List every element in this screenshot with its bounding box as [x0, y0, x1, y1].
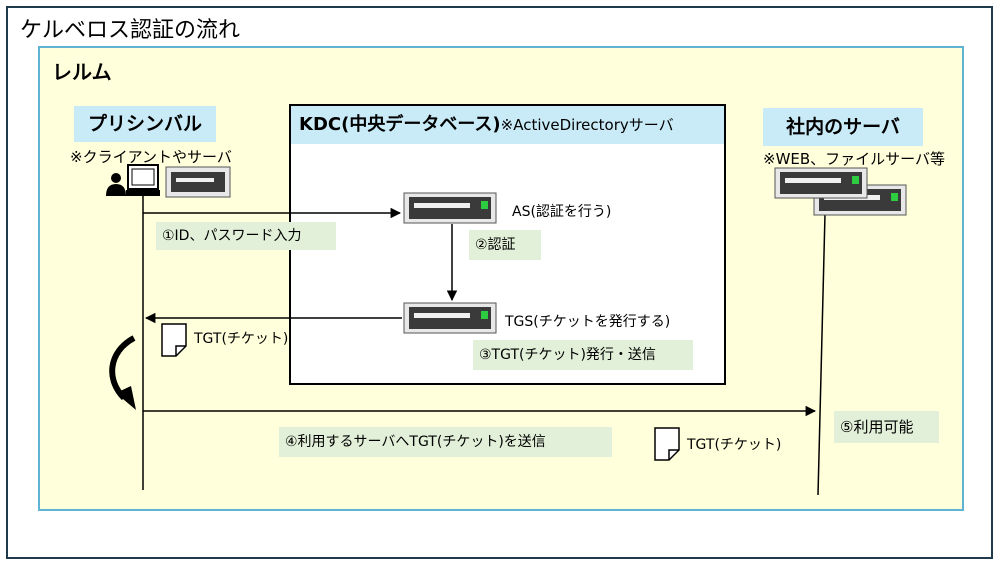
kdc-title-text: KDC(中央データベース)	[299, 114, 501, 135]
outer-frame	[6, 6, 993, 559]
kdc-note: ※ActiveDirectoryサーバ	[500, 116, 674, 134]
principal-title: プリシンバル	[74, 106, 216, 142]
step4-label: ④利用するサーバへTGT(チケット)を送信	[279, 427, 612, 457]
ticket-document-icon	[161, 323, 187, 357]
principal-note: ※クライアントやサーバ	[70, 148, 232, 166]
tgs-label: TGS(チケットを発行する)	[505, 314, 671, 330]
principal-server-icon	[165, 166, 231, 198]
server-lifeline	[817, 213, 826, 496]
step3-label: ③TGT(チケット)発行・送信	[473, 340, 693, 370]
as-label: AS(認証を行う)	[512, 204, 612, 220]
curved-transition-arrow	[109, 335, 136, 410]
internal-server-note: ※WEB、ファイルサーバ等	[763, 150, 946, 168]
internal-server-icon-front	[774, 167, 868, 199]
kdc-title: KDC(中央データベース)※ActiveDirectoryサーバ	[291, 106, 724, 144]
ticket-label: TGT(チケット)	[687, 437, 782, 453]
step5-label: ⑤利用可能	[834, 411, 939, 443]
step1-label: ①ID、パスワード入力	[156, 222, 336, 250]
ticket-document-icon	[654, 427, 680, 461]
step2-label: ②認証	[469, 230, 541, 260]
diagram-title: ケルベロス認証の流れ	[20, 18, 241, 43]
tgs-server-icon	[403, 302, 497, 334]
realm-label: レルム	[52, 60, 112, 84]
ticket-label: TGT(チケット)	[194, 331, 289, 347]
as-server-icon	[403, 192, 497, 224]
client-computer-icon	[106, 164, 160, 196]
internal-server-title: 社内のサーバ	[763, 108, 923, 146]
